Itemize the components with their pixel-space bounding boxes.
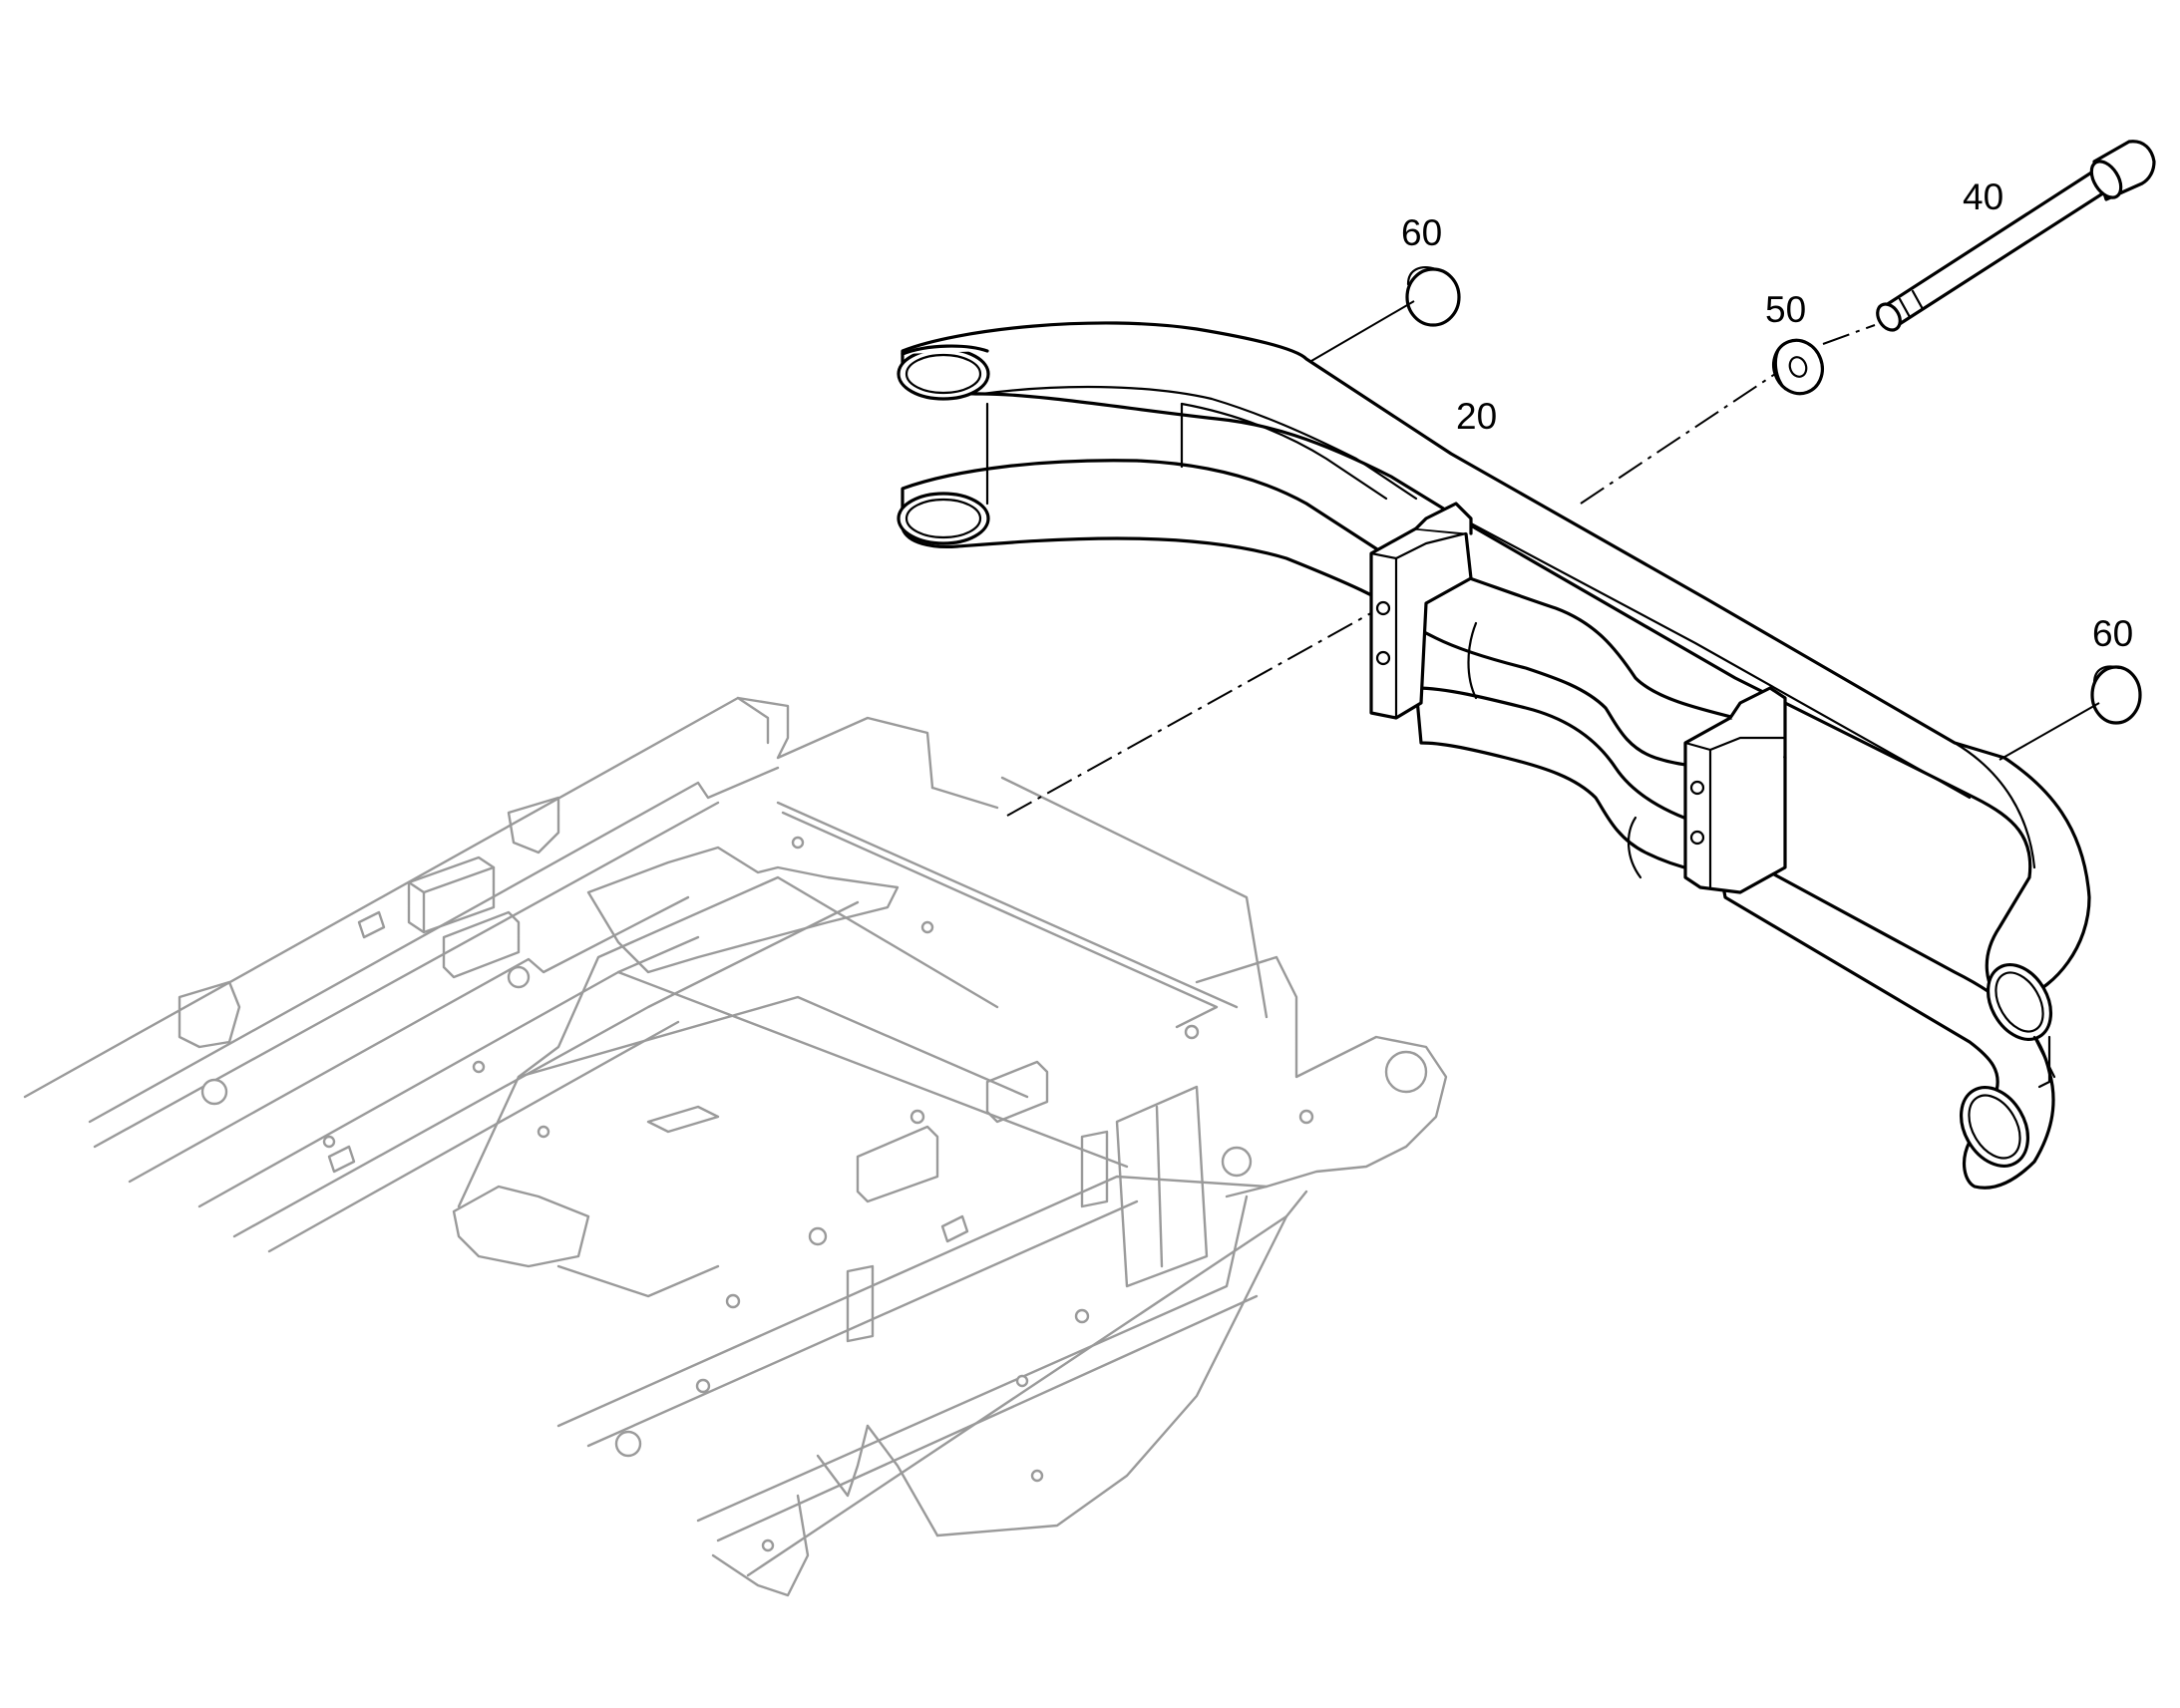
callout-washer: 50 <box>1765 289 1806 330</box>
assembly-axis-line <box>1006 609 1377 817</box>
bolt-part <box>1876 140 2156 332</box>
washer-part <box>1772 338 1824 396</box>
callout-bar: 20 <box>1456 396 1497 437</box>
callout-cap-right: 60 <box>2092 613 2133 654</box>
callout-cap-upper: 60 <box>1401 212 1442 253</box>
leader-cap-right <box>1998 702 2100 761</box>
bumper-bar-assembly <box>897 321 2091 1190</box>
end-cap-upper <box>1405 266 1461 327</box>
callout-bolt: 40 <box>1963 176 2003 217</box>
chassis-frame <box>23 696 1448 1597</box>
leader-cap-upper <box>1310 300 1415 362</box>
bolt-axis-line <box>1822 324 1876 345</box>
end-cap-right <box>2090 665 2142 725</box>
assembly-axis-line-upper <box>1580 373 1776 505</box>
